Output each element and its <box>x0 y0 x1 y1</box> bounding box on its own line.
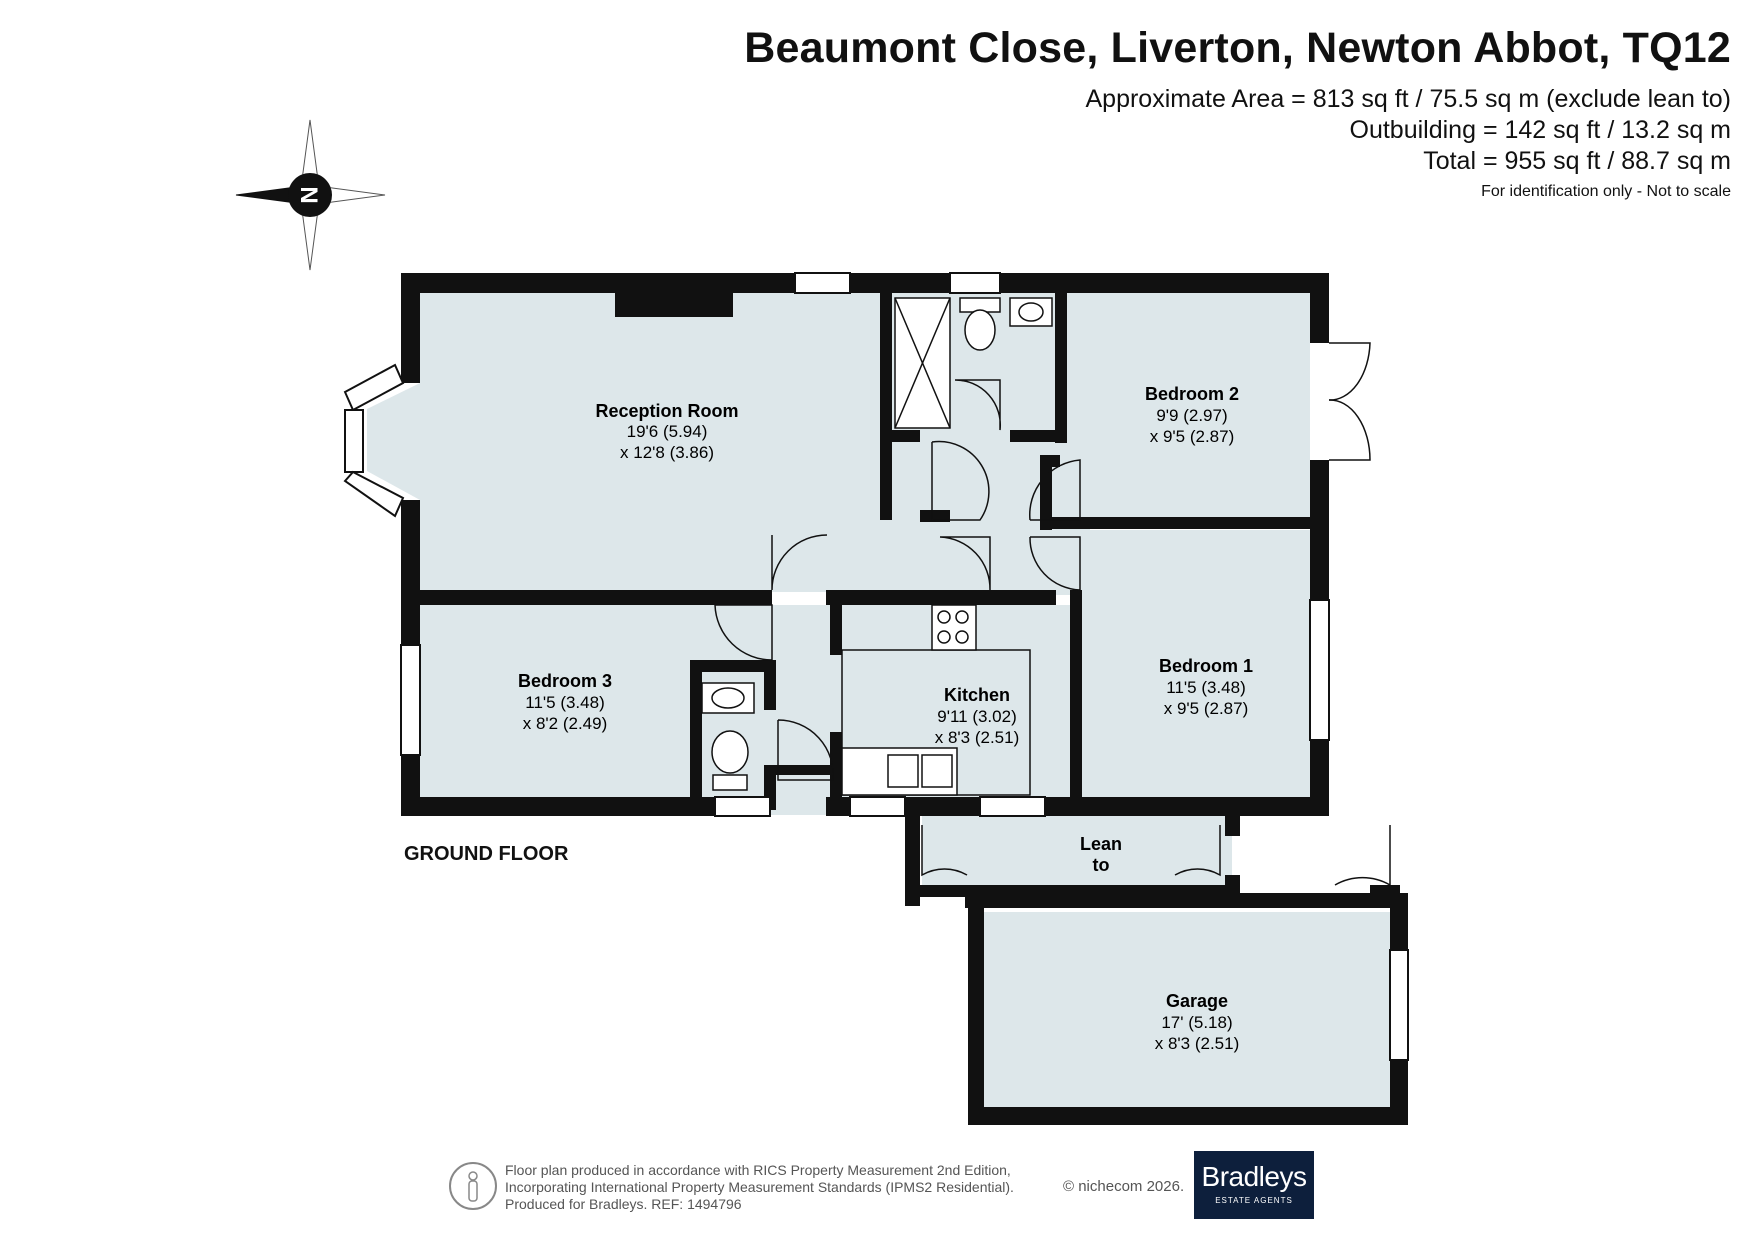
kitchen-dim2: x 8'3 (2.51) <box>935 728 1020 747</box>
person-icon <box>449 1162 497 1210</box>
bedroom3-name: Bedroom 3 <box>518 671 612 691</box>
reception-room-name: Reception Room <box>595 401 738 421</box>
brand-logo: Bradleys ESTATE AGENTS <box>1194 1151 1314 1219</box>
floor-label: GROUND FLOOR <box>404 843 569 865</box>
footer-text: Floor plan produced in accordance with R… <box>505 1162 1014 1213</box>
compass-letter: N <box>295 186 322 203</box>
garage-dim1: 17' (5.18) <box>1161 1013 1232 1032</box>
bedroom1-name: Bedroom 1 <box>1159 656 1253 676</box>
bedroom1-dim1: 11'5 (3.48) <box>1166 678 1245 697</box>
copyright: © nichecom 2026. <box>1063 1178 1185 1195</box>
footer-line2: Incorporating International Property Mea… <box>505 1179 1014 1195</box>
kitchen-fixtures <box>841 604 1031 796</box>
walls <box>401 273 1408 1125</box>
bedroom3-dim2: x 8'2 (2.49) <box>523 714 608 733</box>
room-labels: Reception Room 19'6 (5.94) x 12'8 (3.86)… <box>518 384 1253 1053</box>
garage-name: Garage <box>1166 991 1228 1011</box>
page-title: Beaumont Close, Liverton, Newton Abbot, … <box>744 24 1731 72</box>
garage-dim2: x 8'3 (2.51) <box>1155 1034 1240 1053</box>
footer-line3: Produced for Bradleys. REF: 1494796 <box>505 1196 742 1212</box>
reception-room-dim1: 19'6 (5.94) <box>627 422 708 441</box>
brand-subtitle: ESTATE AGENTS <box>1215 1196 1293 1205</box>
bedroom1-dim2: x 9'5 (2.87) <box>1164 699 1249 718</box>
kitchen-dim1: 9'11 (3.02) <box>937 707 1016 726</box>
approximate-area: Approximate Area = 813 sq ft / 75.5 sq m… <box>1085 85 1732 113</box>
disclaimer: For identification only - Not to scale <box>1481 183 1731 200</box>
leanto-name1: Lean <box>1080 834 1122 854</box>
reception-room-dim2: x 12'8 (3.86) <box>620 443 714 462</box>
leanto-name2: to <box>1093 855 1110 875</box>
windows <box>343 272 1409 1061</box>
bedroom2-dim1: 9'9 (2.97) <box>1156 406 1227 425</box>
bedroom2-dim2: x 9'5 (2.87) <box>1150 427 1235 446</box>
compass-icon: N <box>235 119 386 271</box>
bathroom-fixtures <box>701 297 1053 791</box>
brand-name: Bradleys <box>1201 1161 1307 1192</box>
kitchen-name: Kitchen <box>944 685 1010 705</box>
outbuilding-area: Outbuilding = 142 sq ft / 13.2 sq m <box>1349 116 1731 144</box>
bedroom2-name: Bedroom 2 <box>1145 384 1239 404</box>
total-area: Total = 955 sq ft / 88.7 sq m <box>1423 147 1731 175</box>
footer-line1: Floor plan produced in accordance with R… <box>505 1162 1011 1178</box>
door-swings <box>714 342 1391 887</box>
bedroom3-dim1: 11'5 (3.48) <box>525 693 604 712</box>
